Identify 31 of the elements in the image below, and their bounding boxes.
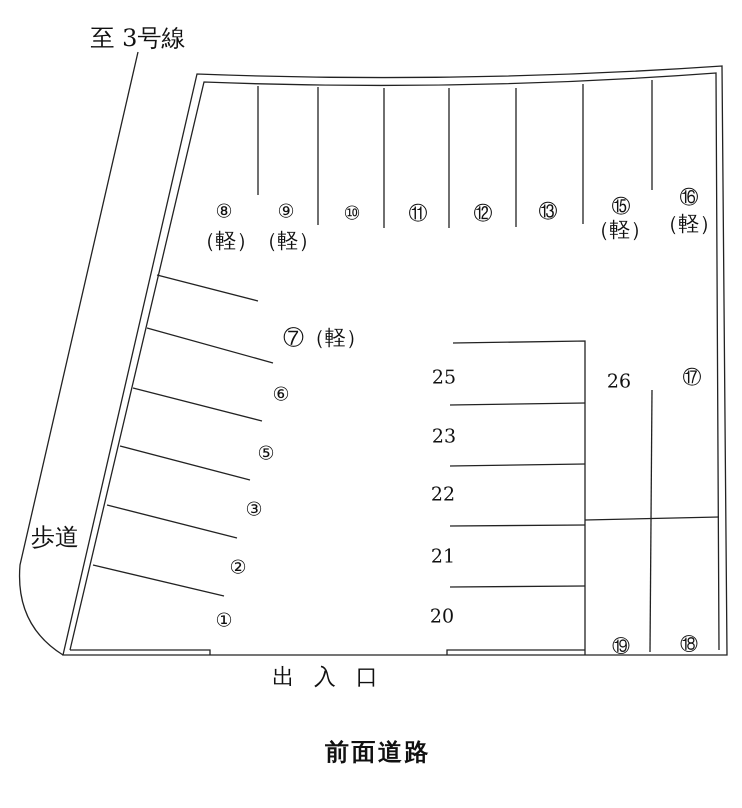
space-number: ⑬: [538, 202, 558, 222]
space-number: 21: [430, 546, 456, 568]
space-number: ⑰: [682, 368, 702, 388]
destination-label: 至 3号線: [90, 24, 186, 52]
space-number: ⑪: [408, 204, 428, 224]
sidewalk-label: 歩道: [31, 524, 79, 550]
space-number: ⑩: [344, 204, 360, 224]
space-number: ⑤: [258, 444, 274, 464]
space-number: ⑱: [680, 635, 698, 655]
space-number: ⑲: [612, 637, 630, 657]
space-number: ⑦（軽）: [283, 326, 367, 350]
road-label: 前面道路: [325, 738, 431, 766]
entrance-label: 出入口: [272, 666, 398, 690]
space-number: ①: [216, 610, 232, 632]
space-number: ③: [246, 500, 262, 520]
space-number: 25: [432, 368, 456, 388]
space-number: ⑯: [680, 188, 698, 208]
space-number: ⑨: [278, 202, 294, 222]
light-car-note: （軽）: [588, 218, 652, 242]
space-number: ⑮: [612, 196, 630, 218]
light-car-note: （軽）: [256, 229, 320, 253]
space-number: ⑧: [216, 202, 232, 222]
space-number: 26: [606, 372, 632, 392]
light-car-note: （軽）: [194, 229, 258, 253]
space-number: 22: [430, 484, 456, 506]
space-number: ⑥: [272, 384, 290, 406]
space-number: 23: [432, 426, 456, 448]
space-number: ⑫: [474, 204, 492, 224]
space-number: 20: [430, 606, 454, 628]
space-number: ②: [230, 558, 246, 578]
light-car-note: （軽）: [658, 212, 720, 236]
